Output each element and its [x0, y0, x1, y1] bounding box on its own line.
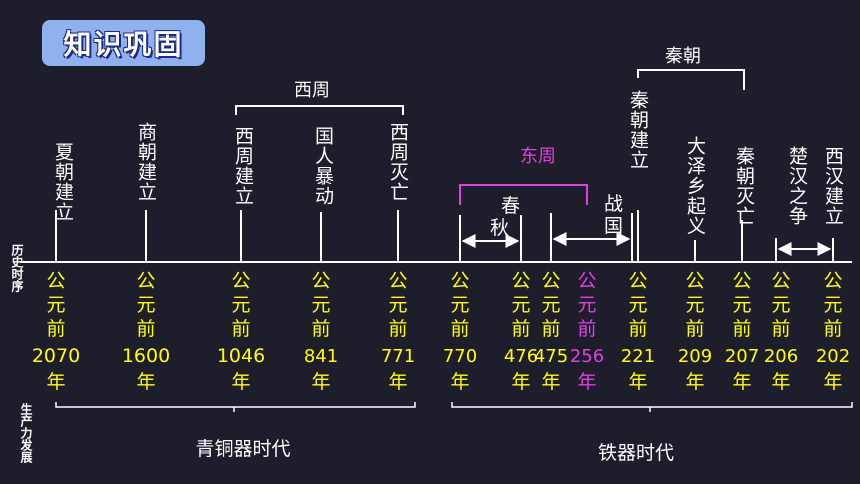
year-prefix-char: 公 [628, 270, 647, 292]
year-number: 202 [816, 346, 850, 367]
warring-states-label: 战 国 [604, 193, 629, 237]
chu-han-label: 楚汉之争 [786, 146, 808, 226]
axis-label-production: 生产力发展 [19, 402, 33, 464]
year-prefix-char: 公 [311, 270, 330, 292]
year-suffix: 年 [511, 371, 530, 393]
page-title: 知识巩固 [42, 20, 205, 66]
year-prefix-char: 前 [136, 318, 155, 340]
iron-era-bracket [451, 402, 853, 412]
eastern-zhou-label: 东周 [520, 146, 556, 167]
year-prefix-char: 元 [450, 294, 469, 316]
event-label: 秦朝建立 [627, 90, 649, 170]
year-number: 1046 [217, 345, 265, 367]
event-label: 夏朝建立 [52, 142, 74, 222]
year-suffix: 年 [231, 371, 250, 393]
year-prefix-char: 元 [628, 294, 647, 316]
year-suffix: 年 [628, 371, 647, 393]
year-prefix-char: 前 [450, 318, 469, 340]
year-prefix-char: 公 [136, 270, 155, 292]
year-prefix-char: 元 [311, 294, 330, 316]
year-prefix-char: 元 [685, 294, 704, 316]
year-suffix: 年 [577, 371, 596, 393]
year-prefix-char: 元 [541, 294, 560, 316]
year-suffix: 年 [388, 371, 407, 393]
year-prefix-char: 元 [511, 294, 530, 316]
spring-autumn-label: 春 秋 [490, 195, 526, 239]
year-prefix-char: 前 [732, 318, 751, 340]
year-prefix-char: 前 [628, 318, 647, 340]
year-number: 2070 [32, 345, 80, 367]
year-suffix: 年 [823, 371, 842, 393]
year-suffix: 年 [136, 371, 155, 393]
year-prefix-char: 元 [823, 294, 842, 316]
eastern-zhou-bracket [459, 184, 588, 205]
event-label: 西汉建立 [822, 146, 844, 226]
year-prefix-char: 公 [732, 270, 751, 292]
year-prefix-char: 元 [46, 294, 65, 316]
year-number: 841 [304, 346, 338, 367]
year-prefix-char: 前 [311, 318, 330, 340]
year-prefix-char: 元 [732, 294, 751, 316]
bronze-era-label: 青铜器时代 [195, 438, 290, 460]
events-layer: 夏朝建立公元前2070年商朝建立公元前1600年西周建立公元前1046年国人暴动… [32, 90, 850, 393]
year-prefix-char: 前 [577, 318, 596, 340]
year-prefix-char: 元 [577, 294, 596, 316]
year-number: 221 [621, 346, 655, 367]
year-prefix-char: 元 [771, 294, 790, 316]
iron-era-label: 铁器时代 [598, 442, 674, 464]
bronze-era-bracket [55, 402, 416, 412]
year-number: 475 [534, 346, 568, 367]
year-prefix-char: 元 [388, 294, 407, 316]
year-prefix-char: 前 [46, 318, 65, 340]
event-label: 西周建立 [232, 126, 254, 206]
year-number: 476 [504, 346, 538, 367]
qin-label: 秦朝 [665, 46, 701, 67]
year-prefix-char: 公 [388, 270, 407, 292]
year-suffix: 年 [311, 371, 330, 393]
year-number: 1600 [122, 345, 170, 367]
year-prefix-char: 前 [231, 318, 250, 340]
year-suffix: 年 [732, 371, 751, 393]
year-number: 207 [725, 346, 759, 367]
year-prefix-char: 前 [823, 318, 842, 340]
event-label: 国人暴动 [312, 126, 334, 206]
year-suffix: 年 [771, 371, 790, 393]
year-prefix-char: 元 [136, 294, 155, 316]
year-prefix-char: 前 [541, 318, 560, 340]
year-number: 206 [764, 346, 798, 367]
year-prefix-char: 前 [511, 318, 530, 340]
year-prefix-char: 公 [541, 270, 560, 292]
year-prefix-char: 公 [511, 270, 530, 292]
event-label: 大泽乡起义 [684, 136, 706, 236]
year-number: 770 [443, 346, 477, 367]
year-suffix: 年 [541, 371, 560, 393]
year-number: 256 [570, 346, 604, 367]
year-suffix: 年 [46, 371, 65, 393]
year-prefix-char: 公 [231, 270, 250, 292]
event-label: 西周灭亡 [387, 122, 409, 202]
year-prefix-char: 前 [685, 318, 704, 340]
year-suffix: 年 [685, 371, 704, 393]
year-number: 209 [678, 346, 712, 367]
year-prefix-char: 前 [771, 318, 790, 340]
year-prefix-char: 公 [577, 270, 596, 292]
year-prefix-char: 公 [771, 270, 790, 292]
year-number: 771 [381, 346, 415, 367]
year-suffix: 年 [450, 371, 469, 393]
qin-bracket [637, 69, 745, 90]
year-prefix-char: 公 [450, 270, 469, 292]
year-prefix-char: 公 [823, 270, 842, 292]
axis-label-timeline: 历史时序 [10, 244, 24, 293]
western-zhou-label: 西周 [294, 80, 330, 101]
year-prefix-char: 元 [231, 294, 250, 316]
year-prefix-char: 公 [46, 270, 65, 292]
year-prefix-char: 公 [685, 270, 704, 292]
western-zhou-bracket [235, 105, 404, 115]
year-prefix-char: 前 [388, 318, 407, 340]
event-label: 秦朝灭亡 [733, 146, 755, 226]
event-label: 商朝建立 [135, 122, 157, 202]
